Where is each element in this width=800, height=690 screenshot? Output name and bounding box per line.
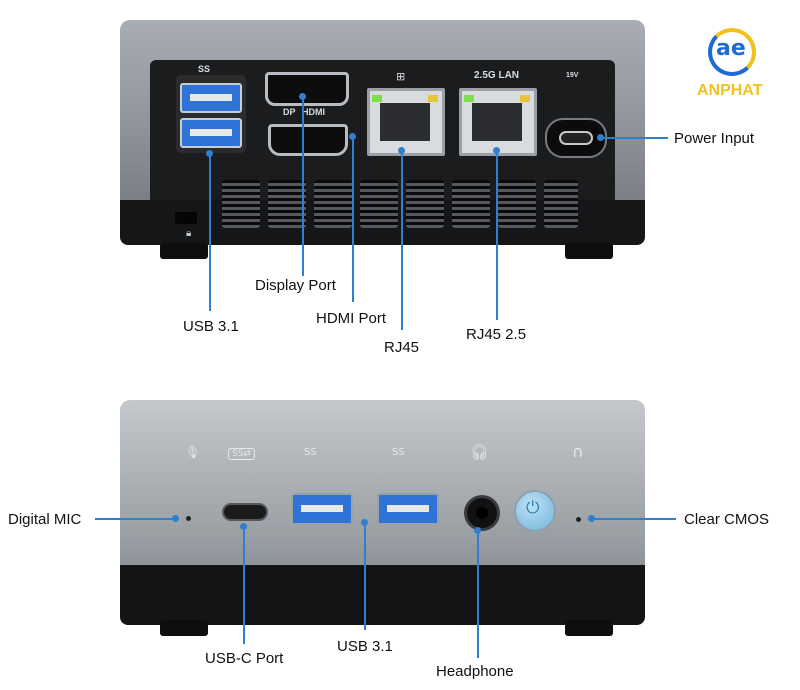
power-icon: ⏻: [526, 498, 540, 518]
vent-grille: [498, 180, 536, 228]
rear-usb-stack: [176, 75, 246, 153]
dp-mark: DP: [283, 107, 296, 117]
callout-dot: [361, 519, 368, 526]
callout-dot: [240, 523, 247, 530]
brand-logo-mark: ae: [716, 36, 746, 61]
callout-line-hdmi: [352, 136, 354, 302]
kensington-slot: [175, 212, 197, 224]
device-foot: [160, 243, 208, 259]
callout-usb-c-port: USB-C Port: [205, 650, 284, 667]
rj45-port: [367, 88, 445, 156]
callout-line-power: [600, 137, 668, 139]
callout-power-input: Power Input: [674, 130, 755, 147]
callout-usb-31: USB 3.1: [183, 318, 239, 335]
callout-line-mic: [95, 518, 175, 520]
callout-rj45-25: RJ45 2.5: [466, 326, 527, 343]
vent-grille: [360, 180, 398, 228]
callout-usb-31-front: USB 3.1: [337, 638, 393, 655]
headphone-icon: 🎧︎: [470, 443, 490, 461]
usb-ss-icon: SS: [392, 447, 405, 458]
vent-grille: [222, 180, 260, 228]
power-button: ⏻: [514, 490, 556, 532]
brand-name: ANPHAT: [697, 82, 763, 99]
lock-icon: 🔒︎: [186, 228, 192, 239]
front-usb-port-1: [291, 493, 353, 525]
brand-logo: [708, 28, 756, 76]
callout-line-headphone: [477, 530, 479, 658]
callout-display-port: Display Port: [255, 277, 336, 294]
callout-line-usb-front: [364, 522, 366, 630]
callout-rj45: RJ45: [384, 339, 420, 356]
rear-usb-port-2: [180, 118, 242, 148]
callout-dot: [398, 147, 405, 154]
hdmi-mark: HDMI: [302, 107, 325, 117]
vent-grille: [452, 180, 490, 228]
callout-dot: [597, 134, 604, 141]
cmos-hole: [576, 517, 581, 522]
callout-dot: [172, 515, 179, 522]
jack-socket: [476, 507, 488, 519]
callout-line-dp: [302, 96, 304, 276]
rj45-socket: [380, 103, 430, 141]
power-rating-mark: 19V: [566, 72, 579, 79]
vent-grille: [406, 180, 444, 228]
usb-c-icon: SS⇄: [228, 448, 255, 460]
led-amber: [520, 95, 530, 102]
callout-line-usb-c: [243, 526, 245, 644]
device-foot: [565, 620, 613, 636]
hdmi-connector: [268, 124, 348, 156]
usb-c-socket: [559, 131, 593, 145]
headphone-jack: [464, 495, 500, 531]
vent-grille: [268, 180, 306, 228]
device-foot: [565, 243, 613, 259]
cmos-icon: ∩: [572, 442, 584, 461]
led-amber: [428, 95, 438, 102]
mic-hole: [186, 516, 191, 521]
callout-line-rj45: [401, 150, 403, 330]
led-green: [464, 95, 474, 102]
callout-dot: [299, 93, 306, 100]
front-device-base: [120, 565, 645, 625]
lan-25-mark: 2.5G LAN: [474, 70, 520, 81]
front-usb-c-port: [222, 503, 268, 521]
callout-line-rj45-25: [496, 150, 498, 320]
callout-dot: [588, 515, 595, 522]
callout-dot: [206, 150, 213, 157]
callout-dot: [474, 527, 481, 534]
callout-line-usb: [209, 153, 211, 311]
microphone-icon: 🎙︎: [185, 445, 201, 459]
vent-grille: [544, 180, 578, 228]
displayport-connector: [265, 72, 349, 106]
vent-grille: [314, 180, 352, 228]
usb-ss-icon: SS: [304, 447, 317, 458]
callout-clear-cmos: Clear CMOS: [684, 511, 770, 528]
callout-dot: [493, 147, 500, 154]
callout-dot: [349, 133, 356, 140]
front-usb-port-2: [377, 493, 439, 525]
usb-ss-mark: SS: [198, 64, 211, 74]
callout-headphone: Headphone: [436, 663, 514, 680]
device-foot: [160, 620, 208, 636]
network-icon: ⊞: [396, 70, 406, 83]
callout-line-cmos: [592, 518, 676, 520]
callout-hdmi-port: HDMI Port: [316, 310, 387, 327]
rj45-socket: [472, 103, 522, 141]
led-green: [372, 95, 382, 102]
rj45-25-port: [459, 88, 537, 156]
callout-digital-mic: Digital MIC: [8, 511, 82, 528]
rear-usb-port-1: [180, 83, 242, 113]
